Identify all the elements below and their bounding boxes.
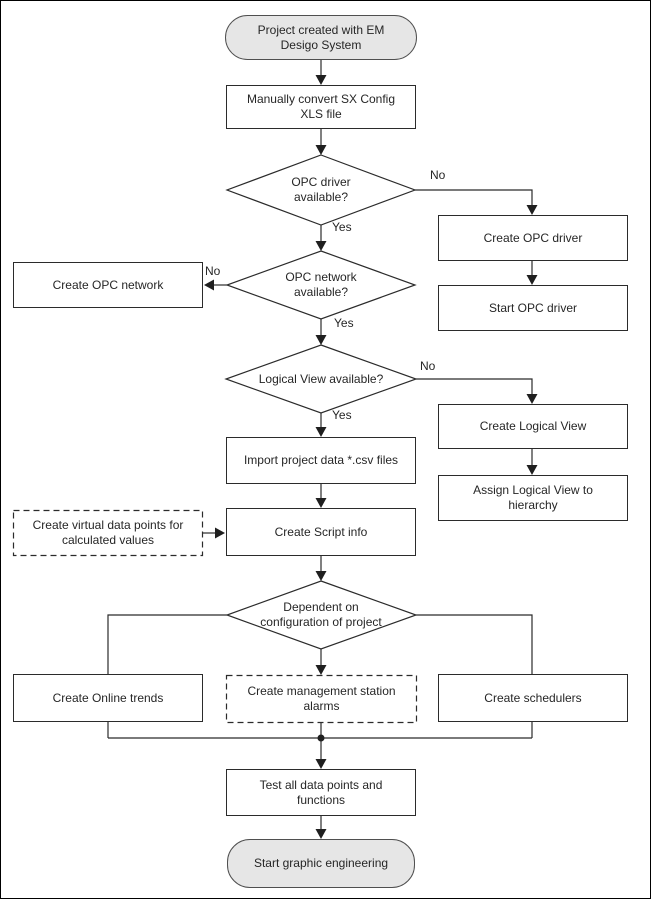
- node-create-schedulers: Create schedulers: [438, 674, 628, 722]
- node-create-online-trends: Create Online trends: [13, 674, 203, 722]
- decision-dependent-config-label: Dependent on configuration of project: [260, 600, 382, 629]
- edge-label-opc-driver-yes: Yes: [332, 220, 352, 234]
- node-assign-logical-view: Assign Logical View to hierarchy: [438, 475, 628, 521]
- node-create-script-info: Create Script info: [226, 508, 416, 556]
- node-create-logical-view: Create Logical View: [438, 404, 628, 449]
- diamond-dependent-config: [225, 580, 418, 650]
- diamond-opc-network: [225, 250, 417, 320]
- node-test-all-data-points: Test all data points and functions: [226, 769, 416, 816]
- edge-label-opc-network-no: No: [205, 264, 221, 278]
- dashed-outlines: [12, 509, 418, 724]
- node-create-opc-driver: Create OPC driver: [438, 215, 628, 261]
- diamond-logical-view: [224, 344, 418, 414]
- edge-label-logical-view-yes: Yes: [332, 408, 352, 422]
- arrowheads: [204, 75, 538, 839]
- node-create-management-station-alarms: Create management station alarms: [247, 684, 396, 713]
- node-end-terminator: Start graphic engineering: [227, 839, 415, 888]
- node-start-terminator: Project created with EM Desigo System: [225, 15, 417, 60]
- diamond-opc-driver: [225, 154, 417, 226]
- node-create-opc-network: Create OPC network: [13, 262, 203, 308]
- decision-opc-network-label: OPC network available?: [285, 270, 357, 299]
- decision-shapes: [224, 154, 418, 650]
- edge-label-opc-driver-no: No: [430, 168, 446, 182]
- node-convert-xls: Manually convert SX Config XLS file: [226, 85, 416, 129]
- edge-label-opc-network-yes: Yes: [334, 316, 354, 330]
- decision-opc-driver-label: OPC driver available?: [291, 175, 351, 204]
- node-create-virtual-data-points: Create virtual data points for calculate…: [32, 518, 184, 547]
- node-start-opc-driver: Start OPC driver: [438, 285, 628, 331]
- junction-dot: [317, 734, 325, 742]
- node-import-project-data: Import project data *.csv files: [226, 437, 416, 484]
- edge-label-logical-view-no: No: [420, 359, 436, 373]
- decision-logical-view-label: Logical View available?: [258, 371, 384, 386]
